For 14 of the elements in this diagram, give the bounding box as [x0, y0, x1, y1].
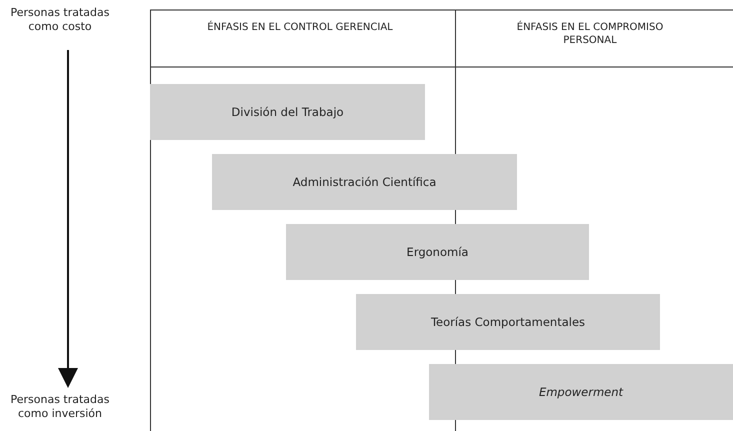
axis-label: Personas tratadas como costo — [9, 6, 111, 34]
era-bar — [286, 224, 589, 280]
bar-label: Empowerment — [538, 385, 624, 399]
era-bar — [212, 154, 517, 210]
era-bar — [150, 84, 425, 140]
era-bar — [356, 294, 660, 350]
column-header: ÉNFASIS EN EL CONTROL GERENCIAL — [206, 22, 394, 34]
bar-label: Administración Científica — [292, 175, 436, 189]
axis-label: Personas tratadas como inversión — [9, 393, 111, 420]
bar-label: Ergonomía — [406, 245, 468, 259]
bar-label: División del Trabajo — [231, 105, 344, 119]
column-header: ÉNFASIS EN EL COMPROMISO PERSONAL — [516, 22, 664, 47]
era-bar — [429, 364, 733, 420]
bar-label: Teorías Comportamentales — [430, 315, 586, 329]
